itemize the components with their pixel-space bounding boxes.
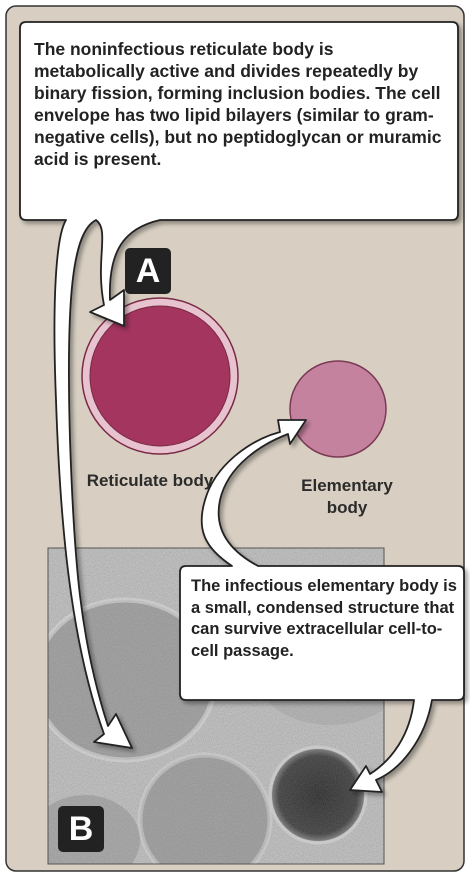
reticulate-body-cell [82, 298, 238, 454]
elementary-body-description: The infectious elementary body is a smal… [191, 576, 461, 662]
reticulate-body-label: Reticulate body [85, 470, 215, 492]
panel-b-badge: B [58, 806, 104, 852]
elementary-body-cell [290, 361, 386, 457]
reticulate-body-core [90, 306, 230, 446]
elementary-body-label: Elementary body [282, 475, 412, 519]
panel-a-badge: A [125, 248, 171, 294]
reticulate-body-description: The noninfectious reticulate body is met… [34, 38, 444, 170]
